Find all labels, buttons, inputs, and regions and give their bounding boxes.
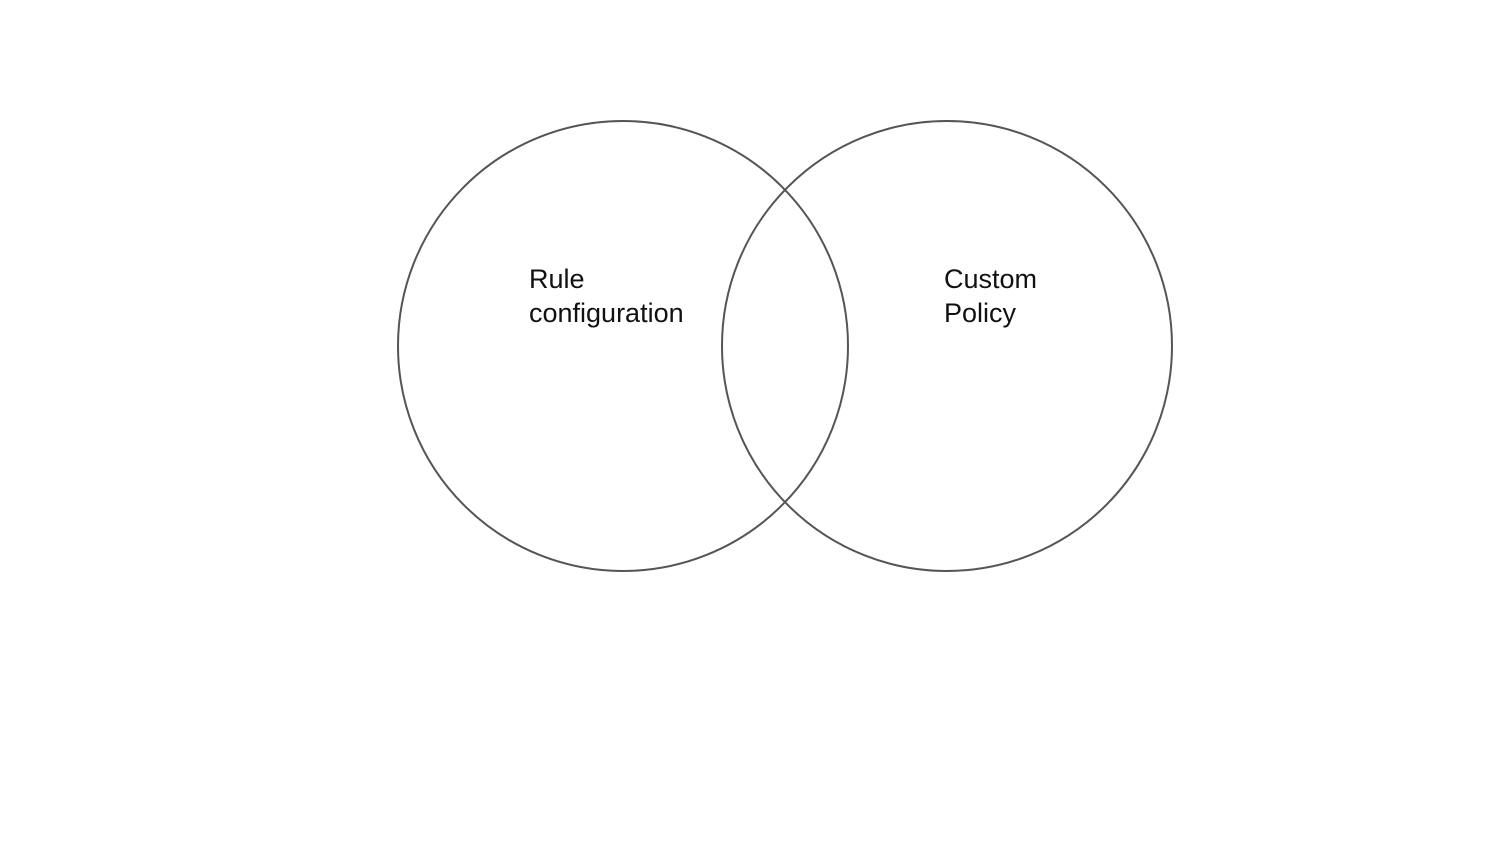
set-label-custom-policy: Custom Policy: [944, 264, 1038, 328]
venn-circle-custom-policy: [721, 120, 1173, 572]
set-label-rule-configuration: Rule configuration: [529, 264, 684, 328]
venn-circle-rule-configuration: [397, 120, 849, 572]
